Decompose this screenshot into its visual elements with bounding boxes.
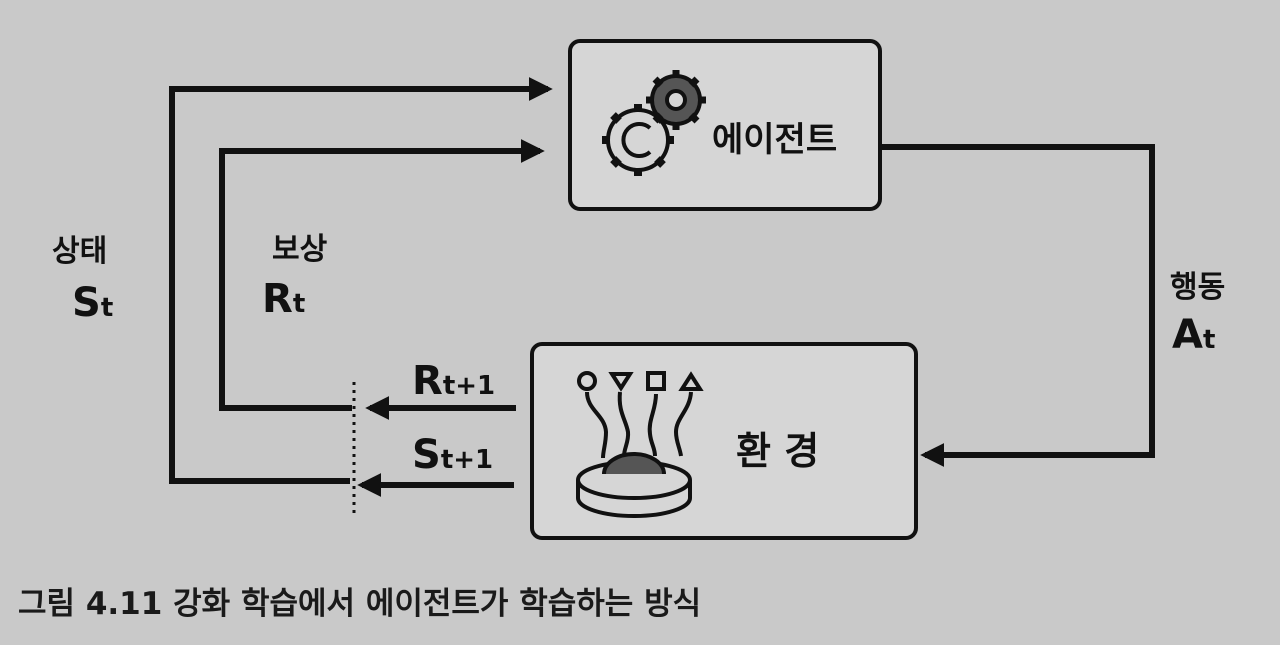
reward-symbol-sub: t	[292, 289, 306, 319]
agent-label: 에이전트	[712, 120, 838, 160]
triangle-up-icon	[678, 371, 704, 391]
reward-arrow	[219, 139, 545, 411]
next-state-sub: t+1	[440, 445, 494, 475]
next-reward-sub: t+1	[442, 371, 496, 401]
next-state-symbol: St+1	[412, 432, 493, 478]
square-shape-icon	[646, 371, 666, 391]
state-symbol-letter: S	[72, 280, 101, 326]
environment-platform-icon	[576, 371, 704, 518]
state-symbol: St	[72, 280, 113, 326]
action-symbol-sub: t	[1202, 325, 1216, 355]
action-symbol: At	[1172, 312, 1215, 358]
action-symbol-letter: A	[1172, 312, 1203, 358]
gears-icon	[602, 70, 706, 176]
next-reward-symbol: Rt+1	[412, 358, 495, 404]
action-arrow	[882, 144, 1155, 467]
environment-label: 환 경	[736, 429, 820, 473]
figure-caption: 그림 4.11 강화 학습에서 에이전트가 학습하는 방식	[18, 586, 702, 622]
action-label: 행동	[1170, 270, 1226, 305]
state-arrow	[169, 77, 553, 484]
reward-symbol: Rt	[262, 276, 305, 322]
circle-shape-icon	[577, 371, 597, 391]
next-state-letter: S	[412, 432, 441, 478]
reward-label: 보상	[272, 232, 328, 267]
reward-symbol-letter: R	[262, 276, 293, 322]
state-label: 상태	[52, 234, 108, 269]
next-reward-letter: R	[412, 358, 443, 404]
triangle-down-icon	[608, 372, 634, 392]
state-symbol-sub: t	[100, 293, 114, 323]
